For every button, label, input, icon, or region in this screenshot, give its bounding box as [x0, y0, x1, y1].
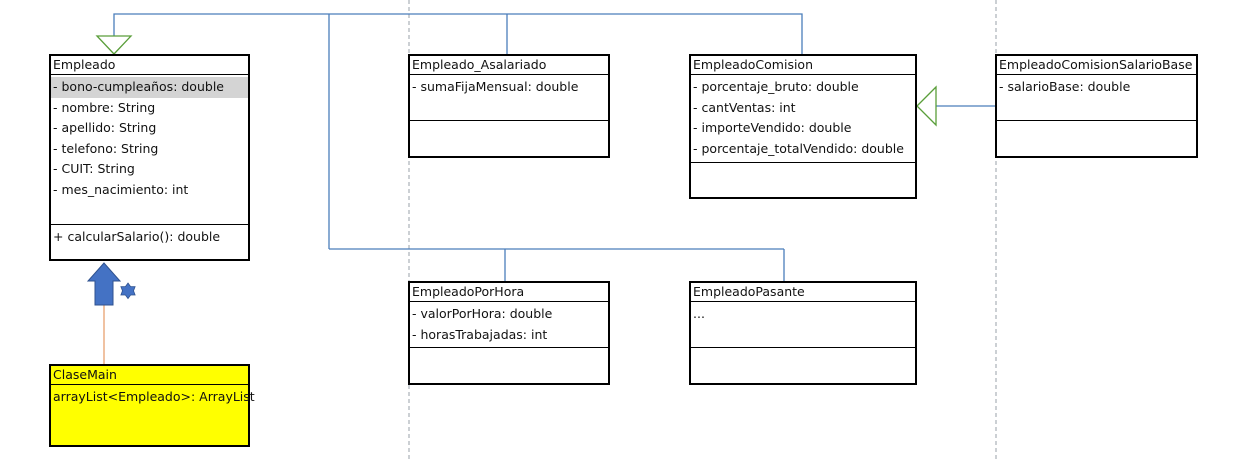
star-icon	[120, 282, 136, 300]
method-row: + calcularSalario(): double	[53, 229, 221, 244]
class-title: EmpleadoPasante	[691, 283, 915, 302]
attribute-row: arrayList<Empleado>: ArrayList	[53, 389, 255, 404]
class-title: Empleado_Asalariado	[410, 56, 608, 75]
attributes-section: - porcentaje_bruto: double - cantVentas:…	[691, 75, 915, 163]
attributes-section: - salarioBase: double	[997, 75, 1196, 121]
methods-section	[691, 348, 915, 352]
class-title: EmpleadoPorHora	[410, 283, 608, 302]
attribute-row: - cantVentas: int	[693, 99, 796, 115]
methods-section	[410, 348, 608, 352]
attribute-row: - horasTrabajadas: int	[412, 326, 548, 342]
class-title: EmpleadoComision	[691, 56, 915, 75]
class-empleado-comision-salario-base[interactable]: EmpleadoComisionSalarioBase - salarioBas…	[995, 54, 1198, 158]
attributes-section: - bono-cumpleaños: double - nombre: Stri…	[51, 75, 248, 225]
class-empleado-pasante[interactable]: EmpleadoPasante ...	[689, 281, 917, 385]
methods-section	[691, 163, 915, 167]
attributes-section: - valorPorHora: double - horasTrabajadas…	[410, 302, 608, 348]
attribute-row: - apellido: String	[53, 120, 157, 135]
class-title: EmpleadoComisionSalarioBase	[997, 56, 1196, 75]
class-empleado-comision[interactable]: EmpleadoComision - porcentaje_bruto: dou…	[689, 54, 917, 199]
attributes-section: arrayList<Empleado>: ArrayList	[51, 385, 255, 408]
attribute-row: - porcentaje_bruto: double	[693, 79, 859, 94]
class-empleado-por-hora[interactable]: EmpleadoPorHora - valorPorHora: double -…	[408, 281, 610, 385]
attribute-row: - CUIT: String	[53, 161, 135, 176]
attribute-row: - valorPorHora: double	[412, 306, 553, 321]
class-title: Empleado	[51, 56, 248, 75]
attributes-section: ...	[691, 302, 915, 348]
class-empleado-asalariado[interactable]: Empleado_Asalariado - sumaFijaMensual: d…	[408, 54, 610, 158]
inheritance-arrowhead	[916, 85, 937, 127]
inheritance-arrowhead	[95, 35, 133, 55]
attributes-section: - sumaFijaMensual: double	[410, 75, 608, 121]
methods-section	[410, 121, 608, 125]
inheritance-connectors	[113, 13, 996, 281]
attribute-row: ...	[693, 306, 705, 321]
dependency-arrow-icon	[86, 262, 122, 306]
attribute-row: - sumaFijaMensual: double	[412, 79, 579, 94]
attribute-row: - nombre: String	[53, 99, 156, 115]
class-title: ClaseMain	[51, 366, 248, 385]
attribute-row: - mes_nacimiento: int	[53, 181, 189, 197]
class-empleado[interactable]: Empleado - bono-cumpleaños: double - nom…	[49, 54, 250, 261]
attribute-row: - salarioBase: double	[999, 79, 1131, 94]
attribute-row: - importeVendido: double	[693, 120, 852, 135]
attribute-row: - bono-cumpleaños: double	[51, 77, 248, 98]
methods-section	[997, 121, 1196, 125]
class-clase-main[interactable]: ClaseMain arrayList<Empleado>: ArrayList	[49, 364, 255, 447]
methods-section: + calcularSalario(): double	[51, 225, 248, 250]
attribute-row: - telefono: String	[53, 140, 159, 156]
attribute-row: - porcentaje_totalVendido: double	[693, 140, 904, 156]
